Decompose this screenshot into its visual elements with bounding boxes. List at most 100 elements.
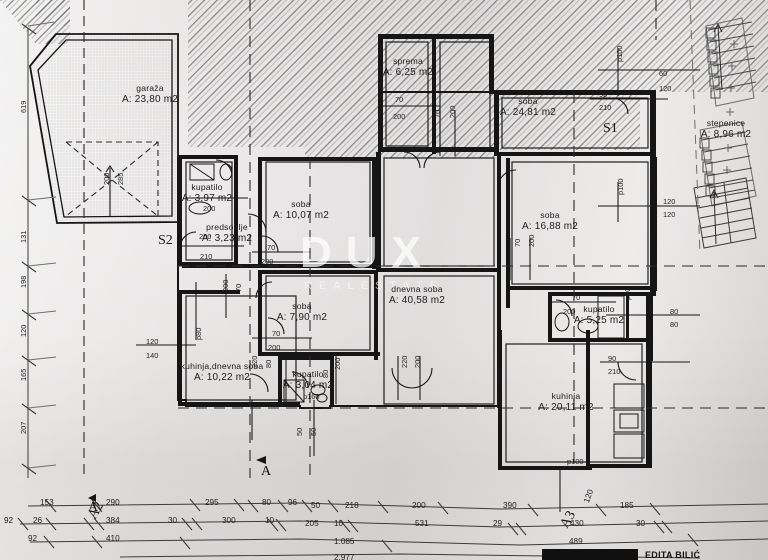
bottom-dimension: 26 xyxy=(33,516,43,525)
section-marker-s2: S2 xyxy=(158,233,173,248)
bottom-dimension: 390 xyxy=(503,501,517,510)
left-dimension-ladder xyxy=(21,21,57,478)
bottom-dimension: 295 xyxy=(205,498,219,507)
opening-dimension: 200 xyxy=(199,232,212,241)
room-area: A: 8,96 m2 xyxy=(700,128,752,140)
opening-dimension: 200 xyxy=(527,234,536,247)
opening-dimension: 210 xyxy=(200,252,213,261)
opening-dimension: 70 xyxy=(433,109,442,118)
bottom-dimension: 218 xyxy=(345,501,359,510)
room-name: kupatilo xyxy=(191,182,223,192)
bottom-dimension: 430 xyxy=(570,519,584,528)
opening-dimension: 200 xyxy=(413,355,422,368)
room-name: dnevna soba xyxy=(391,284,443,294)
opening-dimension: 200 xyxy=(333,357,342,370)
garage-outline xyxy=(29,0,179,478)
room-area: A: 3,04 m2 xyxy=(282,379,334,391)
inner-room-outlines xyxy=(185,41,649,463)
room-name: stepenice xyxy=(706,118,746,128)
opening-dimension: 200 xyxy=(261,257,274,266)
room-name: soba xyxy=(518,96,538,106)
opening-leaders xyxy=(136,48,700,512)
opening-dimension: 200 xyxy=(203,204,216,213)
bottom-dimension: 185 xyxy=(620,501,634,510)
opening-dimension: 200 xyxy=(102,172,111,185)
bottom-dimension: 96 xyxy=(288,498,298,507)
opening-dimension: 140 xyxy=(146,351,159,360)
opening-dimension: p100 xyxy=(567,457,584,466)
room-name: kuhinja,dnevna soba xyxy=(180,361,264,371)
opening-dimension: 70 xyxy=(267,243,276,252)
section-marker-a-bottom: A xyxy=(261,464,272,479)
opening-dimension: 90 xyxy=(599,90,608,99)
room-name: kupatilo xyxy=(583,304,615,314)
room-area: A: 10,07 m2 xyxy=(272,209,330,221)
left-dimension: 198 xyxy=(19,275,28,288)
left-dimension: 131 xyxy=(19,230,28,243)
door-swings xyxy=(179,97,637,393)
bottom-dimension: 410 xyxy=(106,534,120,543)
opening-dimension: 70 xyxy=(513,238,522,247)
bottom-dimension: 2.977 xyxy=(334,553,355,560)
opening-dimension: 70 xyxy=(272,329,281,338)
opening-dimension: 200 xyxy=(393,112,406,121)
bottom-dimension: 92 xyxy=(28,534,38,543)
room-name: soba xyxy=(292,301,312,311)
room-name: kupatilo xyxy=(292,369,324,379)
bottom-dimension: 531 xyxy=(415,519,429,528)
bottom-dimension: 30 xyxy=(168,516,178,525)
bottom-dimension: 384 xyxy=(106,516,120,525)
opening-dimension: 70 xyxy=(395,95,404,104)
room-name: sprema xyxy=(393,56,423,66)
room-area: A: 7,90 m2 xyxy=(276,311,328,323)
opening-dimension: 285 xyxy=(116,172,125,185)
opening-dimension: 120 xyxy=(659,84,672,93)
bottom-dimension: 1.085 xyxy=(334,537,355,546)
bottom-dimension: 300 xyxy=(222,516,236,525)
opening-dimension: 210 xyxy=(608,367,621,376)
bottom-dimension: 205 xyxy=(305,519,319,528)
opening-dimension: 220 xyxy=(400,355,409,368)
title-block-author: EDITA BILIĆ xyxy=(645,550,701,560)
opening-dimension: 200 xyxy=(563,307,576,316)
bottom-dimension: 489 xyxy=(569,537,583,546)
opening-dimension: p100 xyxy=(615,45,624,62)
opening-dimension: 70 xyxy=(572,293,581,302)
opening-dimension: 200 xyxy=(221,279,230,292)
room-area: A: 3,97 m2 xyxy=(181,192,233,204)
opening-dimension: 200 xyxy=(448,105,457,118)
room-name: garaža xyxy=(136,83,164,93)
bottom-dimension: 290 xyxy=(106,498,120,507)
opening-dimension: 50 xyxy=(295,427,304,436)
room-area: A: 3,23 m2 xyxy=(201,232,253,244)
opening-dimension: 90 xyxy=(608,354,617,363)
section-marker-a-left: A xyxy=(88,500,99,515)
title-block xyxy=(542,549,638,560)
section-arrows xyxy=(88,456,266,502)
opening-dimension: p80 xyxy=(623,287,632,300)
room-area: A: 23,80 m2 xyxy=(121,93,179,105)
bottom-dimension: 80 xyxy=(262,498,272,507)
opening-dimension: 70 xyxy=(234,283,243,292)
room-name: kuhinja xyxy=(551,391,581,401)
opening-dimension: 120 xyxy=(663,210,676,219)
room-area: A: 40,58 m2 xyxy=(388,294,446,306)
room-area: A: 5,25 m2 xyxy=(573,314,625,326)
opening-dimension: 120 xyxy=(663,197,676,206)
left-dimension: 165 xyxy=(19,368,28,381)
room-area: A: 24,81 m2 xyxy=(499,106,557,118)
opening-dimension: 80 xyxy=(264,359,273,368)
opening-dimension: 120 xyxy=(146,337,159,346)
room-area: A: 6,25 m2 xyxy=(382,66,434,78)
bottom-dimension: 200 xyxy=(412,501,426,510)
stairs-stepenice xyxy=(689,0,757,255)
